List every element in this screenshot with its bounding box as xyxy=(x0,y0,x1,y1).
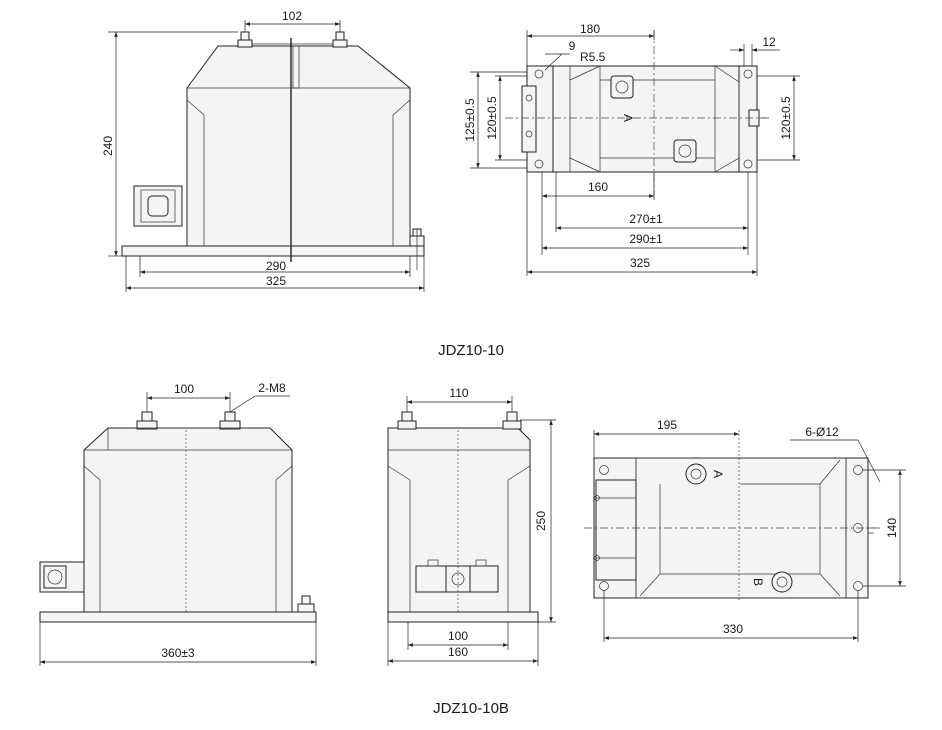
dim-label: 12 xyxy=(762,35,776,49)
dim-label: 120±0.5 xyxy=(779,96,793,140)
dim-label: 100 xyxy=(448,629,468,643)
dim-label: 6-Ø12 xyxy=(805,425,839,439)
dim-label: 102 xyxy=(282,9,302,23)
jdz10-10b-side-view: 110 250 100 160 xyxy=(387,386,556,666)
jdz10-10b-front-view: 100 2-M8 360±3 xyxy=(39,381,317,666)
dim-label: 120±0.5 xyxy=(485,96,499,140)
model-title: JDZ10-10B xyxy=(433,700,509,717)
dim-label: 160 xyxy=(448,645,468,659)
dim-label: 290±1 xyxy=(629,232,663,246)
dim-label: 140 xyxy=(885,518,899,538)
dim-label: 270±1 xyxy=(629,212,663,226)
dim-label: 125±0.5 xyxy=(463,98,477,142)
dim-label: 100 xyxy=(174,382,194,396)
dim-label: 240 xyxy=(101,136,115,156)
dim-label: 110 xyxy=(449,386,468,400)
dim-label: 250 xyxy=(534,511,548,531)
dim-label: 195 xyxy=(657,418,677,432)
dim-label: 9 xyxy=(569,39,576,53)
phase-mark: A xyxy=(621,114,635,122)
dim-label: 160 xyxy=(588,180,608,194)
dim-label: 360±3 xyxy=(161,646,195,660)
dim-label: 330 xyxy=(723,622,743,636)
phase-mark-a: A xyxy=(711,470,725,478)
model-title: JDZ10-10 xyxy=(438,342,504,359)
dim-label: 290 xyxy=(266,259,286,273)
phase-mark-b: B xyxy=(751,578,765,586)
jdz10-10b-plan-view: A B 195 6-Ø12 140 330 xyxy=(584,418,906,642)
dim-label: R5.5 xyxy=(580,50,606,64)
dim-label: 325 xyxy=(630,256,650,270)
jdz10-10-plan-view: A 180 9 R5.5 12 125±0.5 120±0.5 120±0.5 … xyxy=(463,22,800,276)
jdz10-10-front-view: 102 240 290 325 xyxy=(101,9,425,292)
dim-label: 2-M8 xyxy=(258,381,286,395)
dim-label: 180 xyxy=(580,22,600,36)
dim-label: 325 xyxy=(266,274,286,288)
